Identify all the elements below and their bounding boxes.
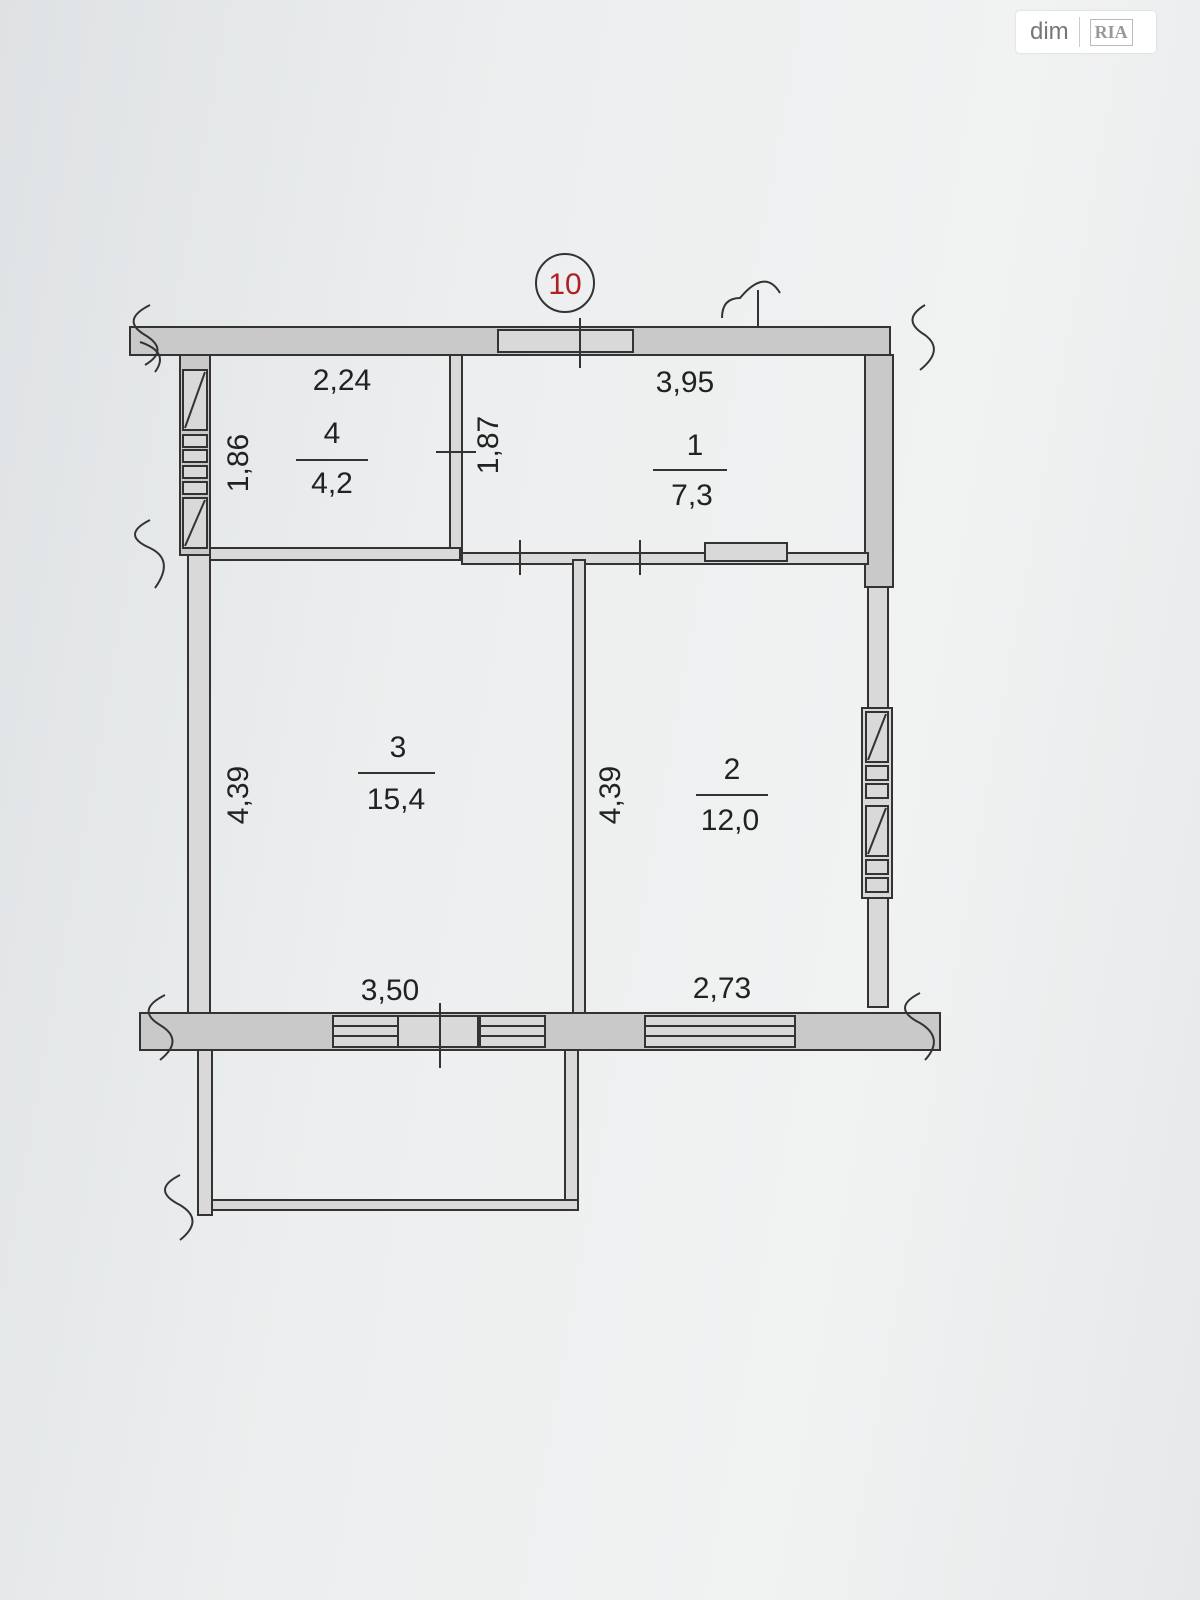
left-wall xyxy=(179,354,211,1016)
watermark-brand: dim xyxy=(1030,18,1069,45)
room1-number: 1 xyxy=(687,429,704,462)
room3-width-dimension: 3,50 xyxy=(361,974,419,1007)
room3-height-dimension: 4,39 xyxy=(222,766,255,824)
room1-width-dimension: 3,95 xyxy=(656,366,714,399)
room1-area: 7,3 xyxy=(671,479,713,512)
watermark-brand-mark: RIA xyxy=(1089,18,1133,46)
room2-area: 12,0 xyxy=(701,804,759,837)
room2-width-dimension: 2,73 xyxy=(693,972,751,1005)
right-wall xyxy=(861,354,894,1008)
room3-area: 15,4 xyxy=(367,783,425,816)
room2-number: 2 xyxy=(724,753,741,786)
watermark-separator xyxy=(1078,17,1080,47)
room4-number: 4 xyxy=(324,417,341,450)
interior-walls xyxy=(209,354,869,1016)
plot-number: 10 xyxy=(548,268,581,301)
room2-height-dimension: 4,39 xyxy=(594,766,627,824)
room4-height-right-dimension: 1,87 xyxy=(472,416,505,474)
dimria-watermark: dim RIA xyxy=(1016,11,1156,53)
plot-number-circle xyxy=(535,253,595,313)
bottom-wall xyxy=(139,1003,941,1068)
room3-number: 3 xyxy=(390,731,407,764)
room4-width-dimension: 2,24 xyxy=(313,364,371,397)
room4-height-left-dimension: 1,86 xyxy=(222,434,255,492)
top-wall xyxy=(129,318,891,368)
room4-area: 4,2 xyxy=(311,467,353,500)
break-marks xyxy=(132,280,935,1241)
balcony xyxy=(197,1049,579,1216)
